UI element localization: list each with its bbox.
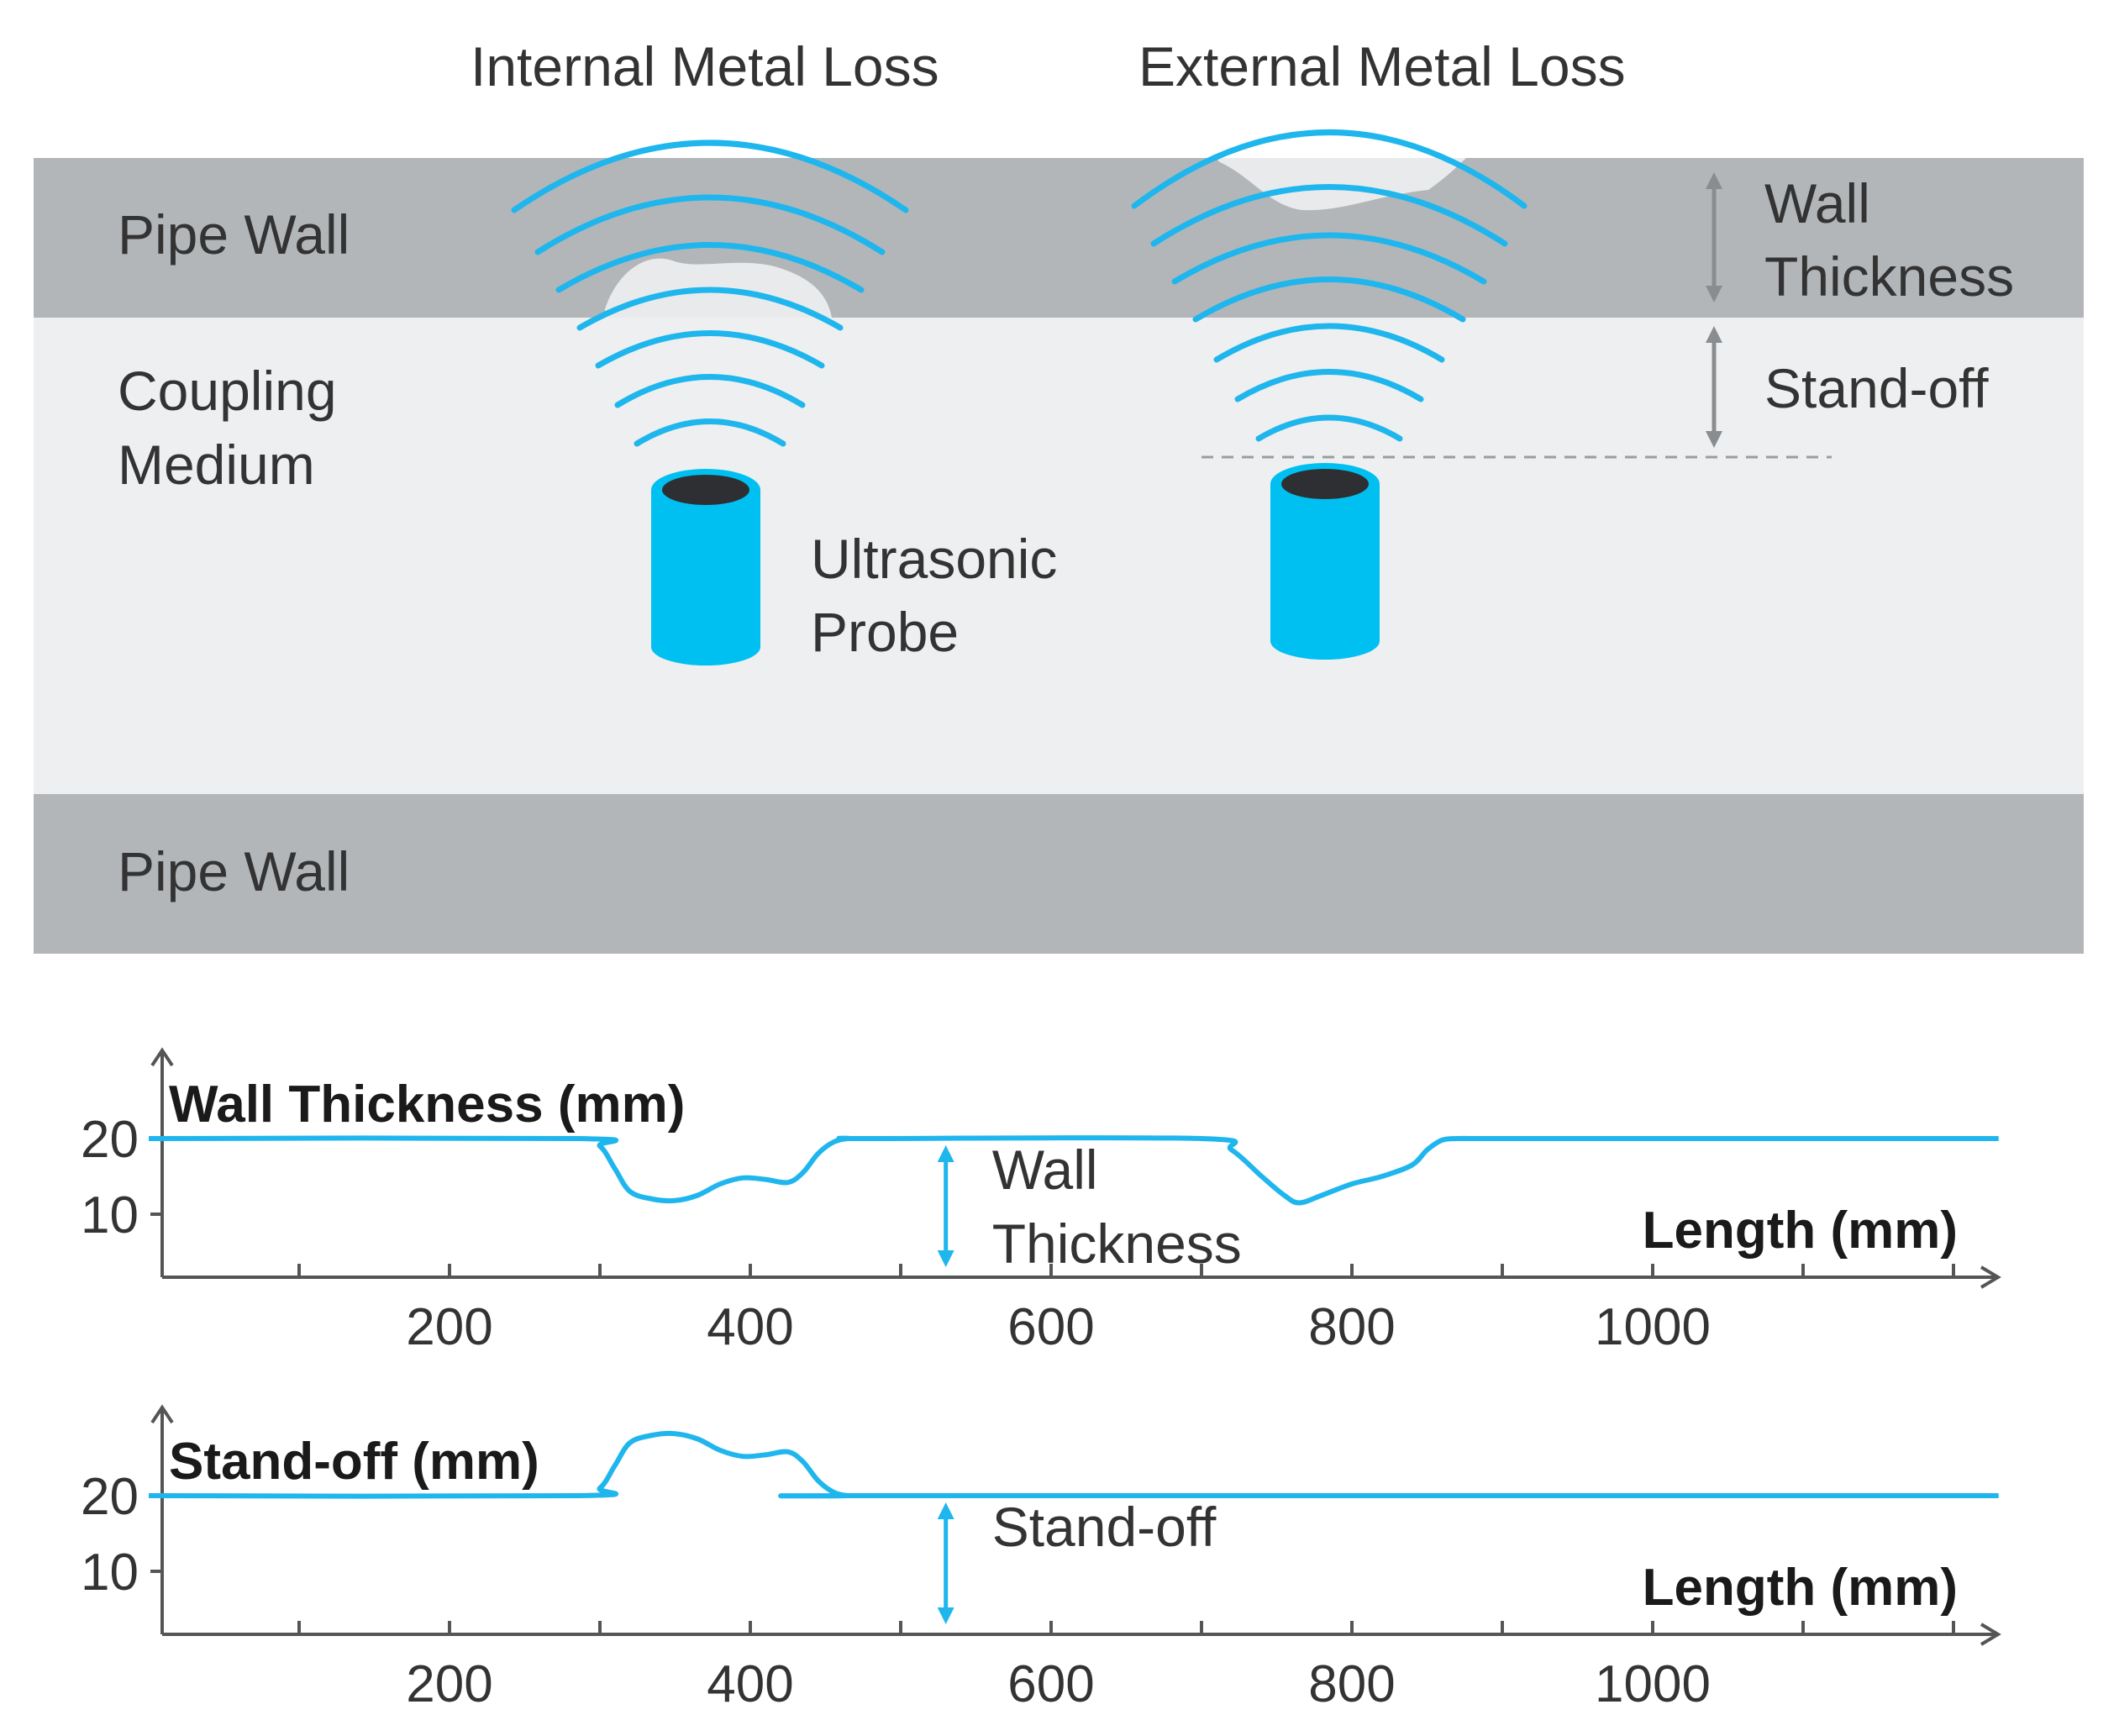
x-axis-label: Length (mm) bbox=[1643, 1202, 1958, 1260]
y-tick-label: 10 bbox=[81, 1544, 139, 1602]
y-tick-label: 10 bbox=[81, 1186, 139, 1244]
stand-off-marker-label: Stand-off bbox=[1764, 357, 1989, 419]
x-tick-label: 200 bbox=[406, 1298, 492, 1356]
y-axis-arrowhead bbox=[150, 1047, 174, 1067]
pipe-wall-bottom-band bbox=[34, 794, 2084, 954]
x-tick-label: 800 bbox=[1308, 1655, 1395, 1713]
annotation-label: Stand-off bbox=[992, 1496, 1217, 1558]
annotation-label: Thickness bbox=[992, 1213, 1242, 1275]
pipe-wall-top-band bbox=[34, 158, 2084, 318]
chart-title: Wall Thickness (mm) bbox=[169, 1076, 685, 1134]
pipe-wall-top-label: Pipe Wall bbox=[118, 203, 350, 266]
x-tick-label: 200 bbox=[406, 1655, 492, 1713]
x-tick-label: 600 bbox=[1007, 1655, 1094, 1713]
x-tick-label: 800 bbox=[1308, 1298, 1395, 1356]
internal-metal-loss-heading: Internal Metal Loss bbox=[471, 35, 939, 97]
stand-off-chart: 200 400 600 800 1000 10 20 Stand-off (mm) Length… bbox=[81, 1404, 2001, 1713]
x-tick-label: 400 bbox=[707, 1655, 793, 1713]
ultrasonic-probe-label-line2: Probe bbox=[811, 601, 959, 663]
coupling-medium-label-line1: Coupling bbox=[118, 360, 337, 422]
internal-ultrasonic-waves bbox=[511, 139, 909, 447]
x-axis-arrowhead bbox=[1980, 1265, 2001, 1289]
y-tick-label: 20 bbox=[81, 1111, 139, 1169]
wall-thickness-chart: 200 400 600 800 1000 10 20 Wall Thickness (mm) L… bbox=[81, 1047, 2001, 1356]
x-axis-label: Length (mm) bbox=[1643, 1559, 1958, 1617]
series-line bbox=[148, 1430, 1999, 1499]
chart-title: Stand-off (mm) bbox=[169, 1433, 539, 1491]
ultrasonic-probe-label-line1: Ultrasonic bbox=[811, 528, 1057, 590]
wall-thickness-marker-label-line2: Thickness bbox=[1764, 245, 2014, 308]
series-line bbox=[148, 1135, 1999, 1206]
coupling-medium-band bbox=[34, 318, 2084, 794]
wall-thickness-marker-label-line1: Wall bbox=[1764, 172, 1870, 234]
external-metal-loss-defect bbox=[1218, 158, 1466, 211]
x-tick-label: 600 bbox=[1007, 1298, 1094, 1356]
annotation-label: Wall bbox=[992, 1139, 1098, 1201]
external-ultrasonic-waves bbox=[1131, 129, 1527, 442]
y-axis-arrowhead bbox=[150, 1404, 174, 1424]
external-metal-loss-heading: External Metal Loss bbox=[1138, 35, 1626, 97]
external-ultrasonic-probe bbox=[1270, 463, 1380, 660]
y-tick-label: 20 bbox=[81, 1468, 139, 1526]
x-tick-label: 400 bbox=[707, 1298, 793, 1356]
x-tick-label: 1000 bbox=[1595, 1298, 1711, 1356]
coupling-medium-label-line2: Medium bbox=[118, 434, 315, 496]
x-tick-label: 1000 bbox=[1595, 1655, 1711, 1713]
pipe-wall-bottom-label: Pipe Wall bbox=[118, 840, 350, 902]
x-axis-arrowhead bbox=[1980, 1623, 2001, 1646]
internal-ultrasonic-probe bbox=[651, 469, 760, 665]
